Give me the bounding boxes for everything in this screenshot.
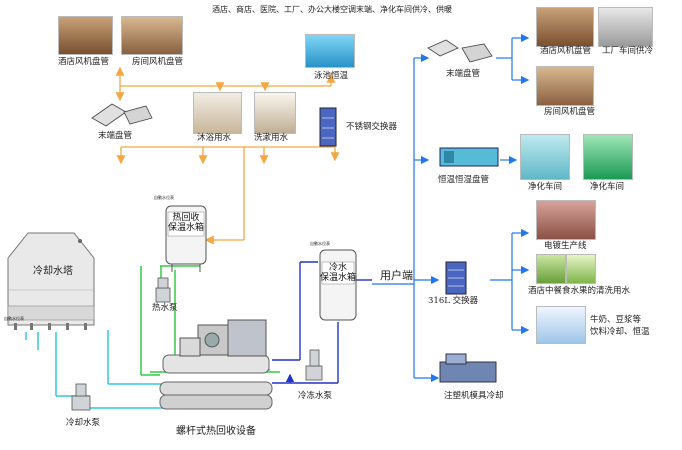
label-wash-water: 洗漱用水 — [254, 133, 289, 143]
plating-line-photo — [536, 200, 596, 240]
washbasin-photo — [254, 92, 296, 134]
label-clean-room-1: 净化车间 — [528, 182, 563, 192]
cold-tank-line1: 冷水 — [328, 263, 347, 273]
cold-tank-line2: 保温水箱 — [320, 273, 357, 284]
cooling-tower — [7, 232, 95, 330]
label-food-washing: 酒店中餐食水果的清洗用水 — [528, 286, 631, 296]
label-hot-pump: 热水泵 — [152, 303, 178, 313]
hotel-room-photo-left — [58, 16, 113, 55]
hotel-room-photo-right — [536, 7, 594, 47]
label-injection-mold: 注塑机模具冷却 — [444, 391, 504, 401]
label-terminal-coil-left: 末端盘管 — [98, 131, 133, 141]
pump-icons — [71, 277, 323, 411]
vegetable-washing-photo — [566, 254, 596, 284]
heat-tank-line1: 热回收 — [172, 213, 200, 223]
fruit-washing-photo — [536, 254, 566, 284]
tag-heat-tank: 自動水位表 — [154, 195, 174, 200]
label-const-temp-coil: 恒温恒湿盘管 — [438, 175, 490, 185]
label-exchanger-316: 316L 交换器 — [428, 296, 479, 306]
factory-photo — [598, 7, 653, 47]
heat-tank-line2: 保温水箱 — [167, 223, 204, 234]
label-terminal-coil-right: 末端盘管 — [446, 69, 481, 79]
label-pool: 泳池恒温 — [314, 71, 349, 81]
label-clean-room-2: 净化车间 — [590, 182, 625, 192]
label-ss-exchanger: 不锈钢交换器 — [346, 122, 398, 132]
clean-room-photo-1 — [520, 134, 570, 180]
fan-coil-units — [91, 39, 493, 127]
injection-machine — [439, 353, 497, 383]
top-caption: 酒店、商店、医院、工厂、办公大楼空调末端、净化车间供冷、供暖 — [212, 5, 452, 14]
guest-room-photo-left — [121, 16, 183, 55]
pool-photo — [305, 34, 355, 68]
label-hotel-fan-coil-right: 酒店风机盘管 — [540, 46, 592, 56]
tag-tower: 自動水位表 — [4, 316, 24, 321]
heat-recovery-tank — [165, 205, 207, 272]
label-cool-pump: 冷却水泵 — [66, 418, 101, 428]
label-plating-line: 电镀生产线 — [544, 241, 587, 251]
tag-cold-tank: 自動水位表 — [310, 241, 330, 246]
label-milk-2: 饮料冷却、恒温 — [590, 327, 650, 337]
label-cold-tank: 冷水 保温水箱 — [320, 263, 356, 284]
chilled-water-pipes — [272, 261, 372, 384]
shower-photo — [193, 92, 242, 134]
milk-photo — [536, 306, 586, 344]
label-factory-workshop: 工厂车间供冷 — [602, 46, 654, 56]
label-room-fan-coil-left: 房间风机盘管 — [132, 57, 184, 67]
label-chill-pump: 冷冻水泵 — [298, 391, 333, 401]
label-milk-1: 牛奶、豆浆等 — [590, 315, 642, 325]
plate-exchangers — [319, 107, 467, 295]
chilled-distribution-network — [372, 33, 530, 383]
label-cooling-tower: 冷却水塔 — [33, 266, 73, 277]
chilled-water-tank — [319, 249, 357, 321]
screw-heat-recovery-unit — [159, 319, 273, 410]
label-hotel-fan-coil-left: 酒店风机盘管 — [58, 57, 110, 67]
label-room-fan-coil-right: 房间风机盘管 — [544, 107, 596, 117]
hot-water-network — [115, 66, 340, 245]
label-screw-unit: 螺杆式热回收设备 — [176, 426, 256, 437]
label-bath-water: 沐浴用水 — [197, 133, 232, 143]
label-user-side: 用户端 — [380, 269, 413, 282]
clean-room-photo-2 — [583, 134, 633, 180]
ahu-unit — [439, 147, 499, 167]
label-heat-tank: 热回收 保温水箱 — [166, 213, 206, 234]
guest-room-photo-right — [536, 66, 594, 106]
